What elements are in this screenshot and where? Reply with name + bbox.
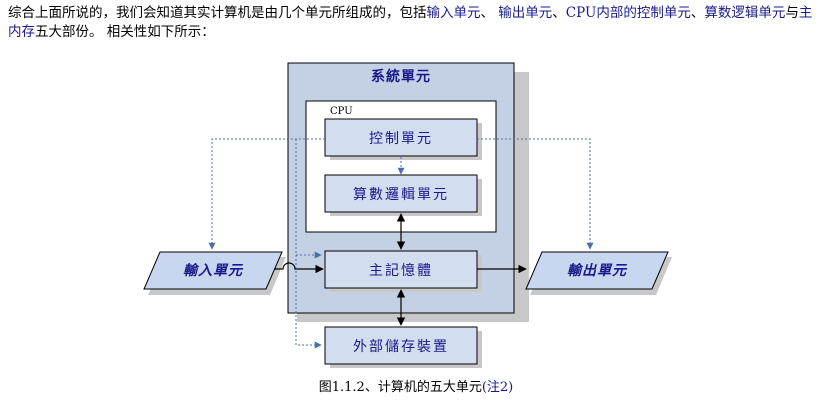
control-to-storage-line: [295, 255, 322, 349]
input-to-memory-arrow: [274, 262, 324, 274]
intro-text-3: 、: [552, 5, 566, 21]
input-unit-label: 輸入單元: [183, 262, 244, 279]
intro-link-input-unit: 输入单元: [426, 5, 481, 21]
storage-box: [324, 326, 478, 365]
main-memory-label: 主記憶體: [369, 262, 433, 279]
intro-link-control-unit: CPU内部的控制单元: [565, 5, 691, 21]
output-unit-box: [525, 251, 669, 290]
intro-paragraph: 综合上面所说的，我们会知道其实计算机是由几个单元所组成的，包括输入单元、 输出单…: [8, 4, 818, 42]
caption-note-link: (注2): [481, 380, 514, 395]
intro-link-alu: 算数逻辑单元: [704, 5, 786, 21]
control-unit-label: 控制單元: [369, 131, 433, 147]
intro-link-output-unit: 输出单元: [498, 5, 553, 21]
output-unit-label: 輸出單元: [567, 262, 628, 279]
input-unit-box: [143, 251, 283, 290]
computer-units-diagram: 系統單元 CPU 控制單元 算數邏輯單元 主記憶體 外部儲存裝置 輸入單元 輸出…: [143, 62, 672, 368]
figure-caption: 图1.1.2、计算机的五大单元(注2): [0, 376, 832, 395]
main-memory-box: [324, 250, 478, 289]
intro-text-2: 、: [480, 5, 495, 21]
control-unit-box: [324, 118, 478, 157]
storage-label: 外部儲存裝置: [353, 339, 449, 355]
control-to-input-line: [208, 138, 325, 250]
intro-text-4: 、: [690, 5, 705, 21]
caption-text: 图1.1.2、计算机的五大单元: [318, 380, 482, 395]
control-to-output-line: [477, 138, 594, 250]
cpu-label: CPU: [330, 106, 353, 117]
intro-text-1: 综合上面所说的，我们会知道其实计算机是由几个单元所组成的，包括: [8, 5, 427, 21]
alu-box: [324, 174, 478, 213]
intro-text-6: 五大部份。 相关性如下所示：: [35, 24, 215, 40]
alu-label: 算數邏輯單元: [353, 187, 449, 203]
intro-text-5: 与: [785, 5, 799, 21]
system-unit-title: 系統單元: [371, 68, 431, 85]
intro-link-main-memory: 主内存: [8, 5, 813, 40]
